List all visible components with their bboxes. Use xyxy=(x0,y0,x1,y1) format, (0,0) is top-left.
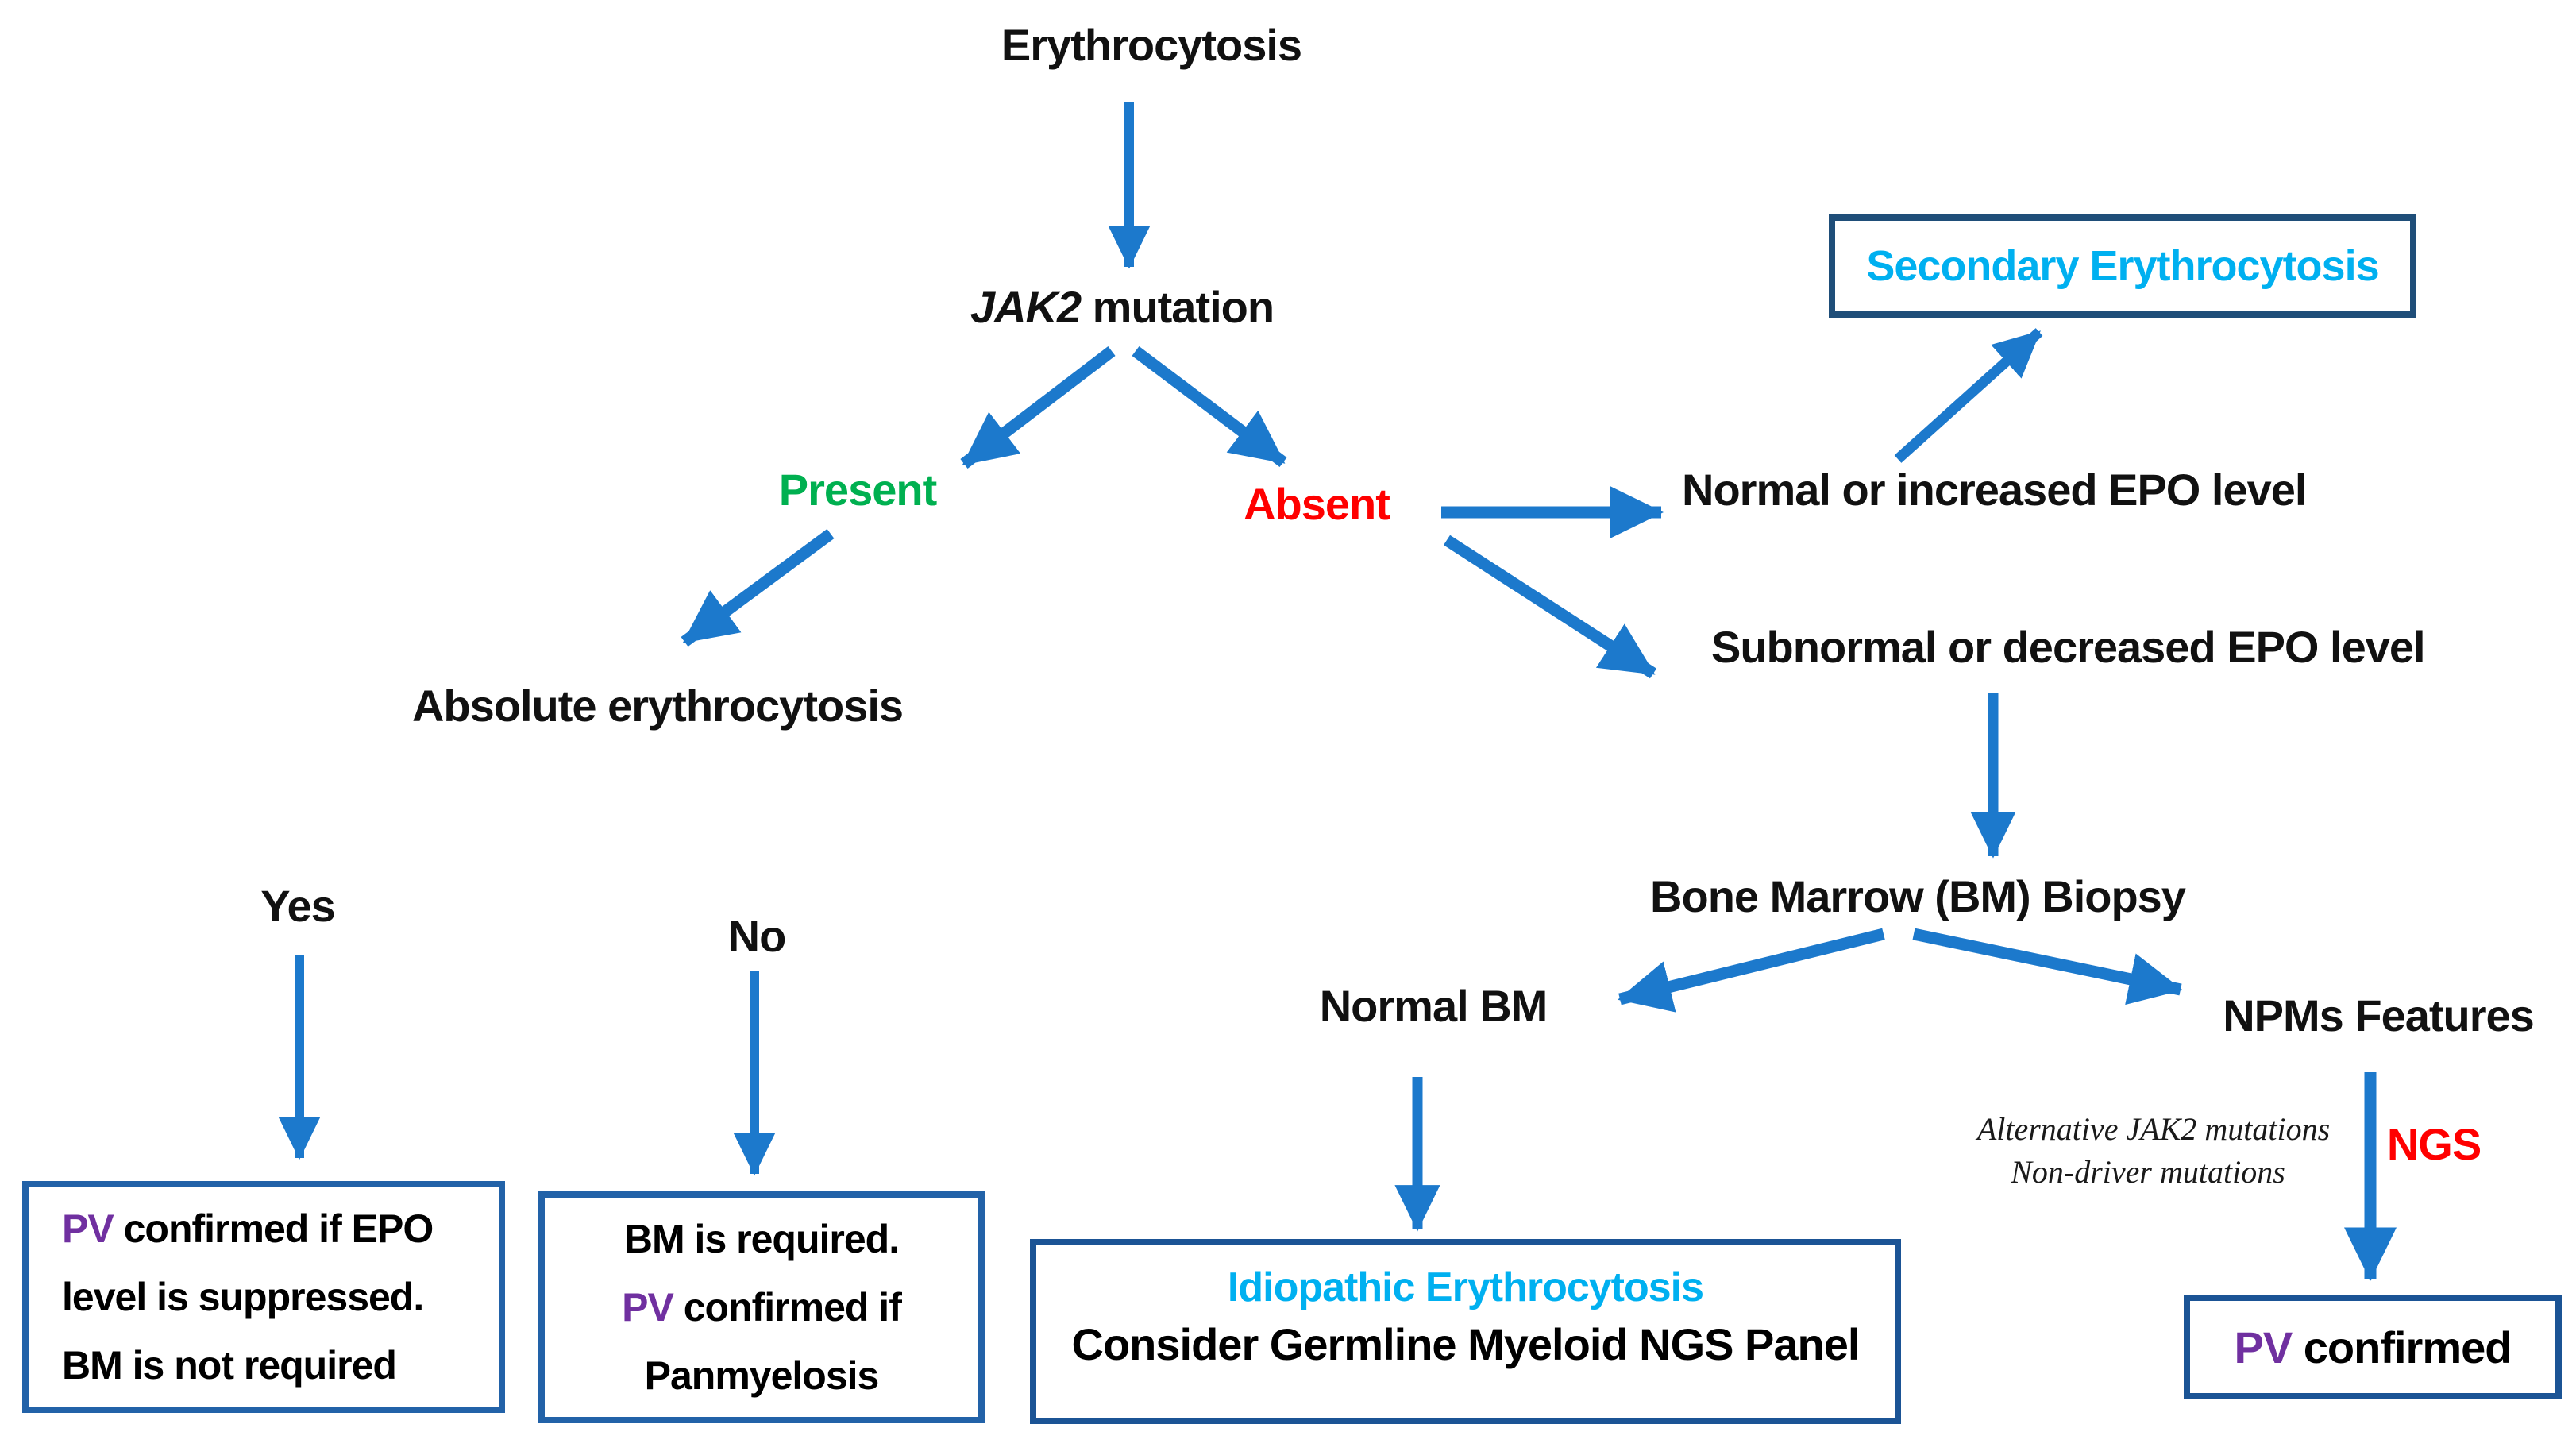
arrow-present-to-absolute xyxy=(681,528,835,647)
secondary-erythrocytosis-label: Secondary Erythrocytosis xyxy=(1866,242,2379,290)
node-yes: Yes xyxy=(260,881,336,931)
pv-confirmed-label: PV confirmed xyxy=(2235,1322,2512,1373)
arrow-normal-epo-to-secondary xyxy=(1894,328,2043,463)
arrow-jak2-to-absent xyxy=(1132,346,1287,467)
node-normal-epo: Normal or increased EPO level xyxy=(1682,465,2307,515)
pv-epo-line2: level is suppressed. xyxy=(62,1275,424,1319)
node-erythrocytosis: Erythrocytosis xyxy=(1001,20,1302,70)
pv-epo-line3: BM is not required xyxy=(62,1343,397,1388)
node-ngs: NGS xyxy=(2386,1119,2482,1169)
node-jak2-mutation: JAK2 mutation xyxy=(970,282,1275,332)
box-bm-required: BM is required. PV confirmed if Panmyelo… xyxy=(538,1191,985,1423)
node-present: Present xyxy=(778,465,937,515)
bm-required-line2-rest: confirmed if xyxy=(673,1285,902,1330)
box-pv-confirmed-if-epo: PV confirmed if EPO level is suppressed.… xyxy=(22,1181,505,1413)
arrow-biopsy-to-npms xyxy=(1912,928,2183,1005)
node-absent: Absent xyxy=(1244,479,1390,529)
arrow-biopsy-to-normal-bm xyxy=(1618,928,1885,1013)
pv-epo-line1-rest: confirmed if EPO xyxy=(113,1206,434,1251)
pv-abbrev: PV xyxy=(2234,1322,2293,1372)
bm-required-line1: BM is required. xyxy=(623,1217,900,1261)
arrow-absent-to-subnormal-epo xyxy=(1443,535,1657,679)
pv-abbrev: PV xyxy=(622,1285,674,1330)
note-non-driver-mutations: Non-driver mutations xyxy=(2011,1154,2285,1190)
node-npms-features: NPMs Features xyxy=(2223,990,2535,1040)
pv-abbrev: PV xyxy=(62,1206,114,1251)
box-idiopathic-erythrocytosis: Idiopathic Erythrocytosis Consider Germl… xyxy=(1030,1239,1901,1424)
node-absolute-erythrocytosis: Absolute erythrocytosis xyxy=(411,681,904,731)
bm-required-line3: Panmyelosis xyxy=(644,1353,880,1398)
consider-germline-ngs-label: Consider Germline Myeloid NGS Panel xyxy=(1071,1318,1861,1369)
node-normal-bm: Normal BM xyxy=(1319,981,1548,1031)
pv-epo-line1: PV confirmed if EPO xyxy=(62,1195,434,1263)
arrow-jak2-to-present xyxy=(960,346,1116,469)
box-pv-confirmed: PV confirmed xyxy=(2184,1295,2562,1399)
pv-confirmed-rest: confirmed xyxy=(2292,1322,2512,1372)
jak2-gene-label: JAK2 xyxy=(970,282,1082,332)
idiopathic-erythrocytosis-label: Idiopathic Erythrocytosis xyxy=(1227,1264,1704,1310)
bm-required-line2: PV confirmed if xyxy=(622,1273,902,1341)
node-subnormal-epo: Subnormal or decreased EPO level xyxy=(1711,622,2426,672)
node-bm-biopsy: Bone Marrow (BM) Biopsy xyxy=(1650,871,2186,921)
node-no: No xyxy=(727,911,787,961)
note-alternative-jak2-mutations: Alternative JAK2 mutations xyxy=(1976,1111,2331,1147)
jak2-rest-label: mutation xyxy=(1081,282,1275,332)
box-secondary-erythrocytosis: Secondary Erythrocytosis xyxy=(1829,214,2416,318)
